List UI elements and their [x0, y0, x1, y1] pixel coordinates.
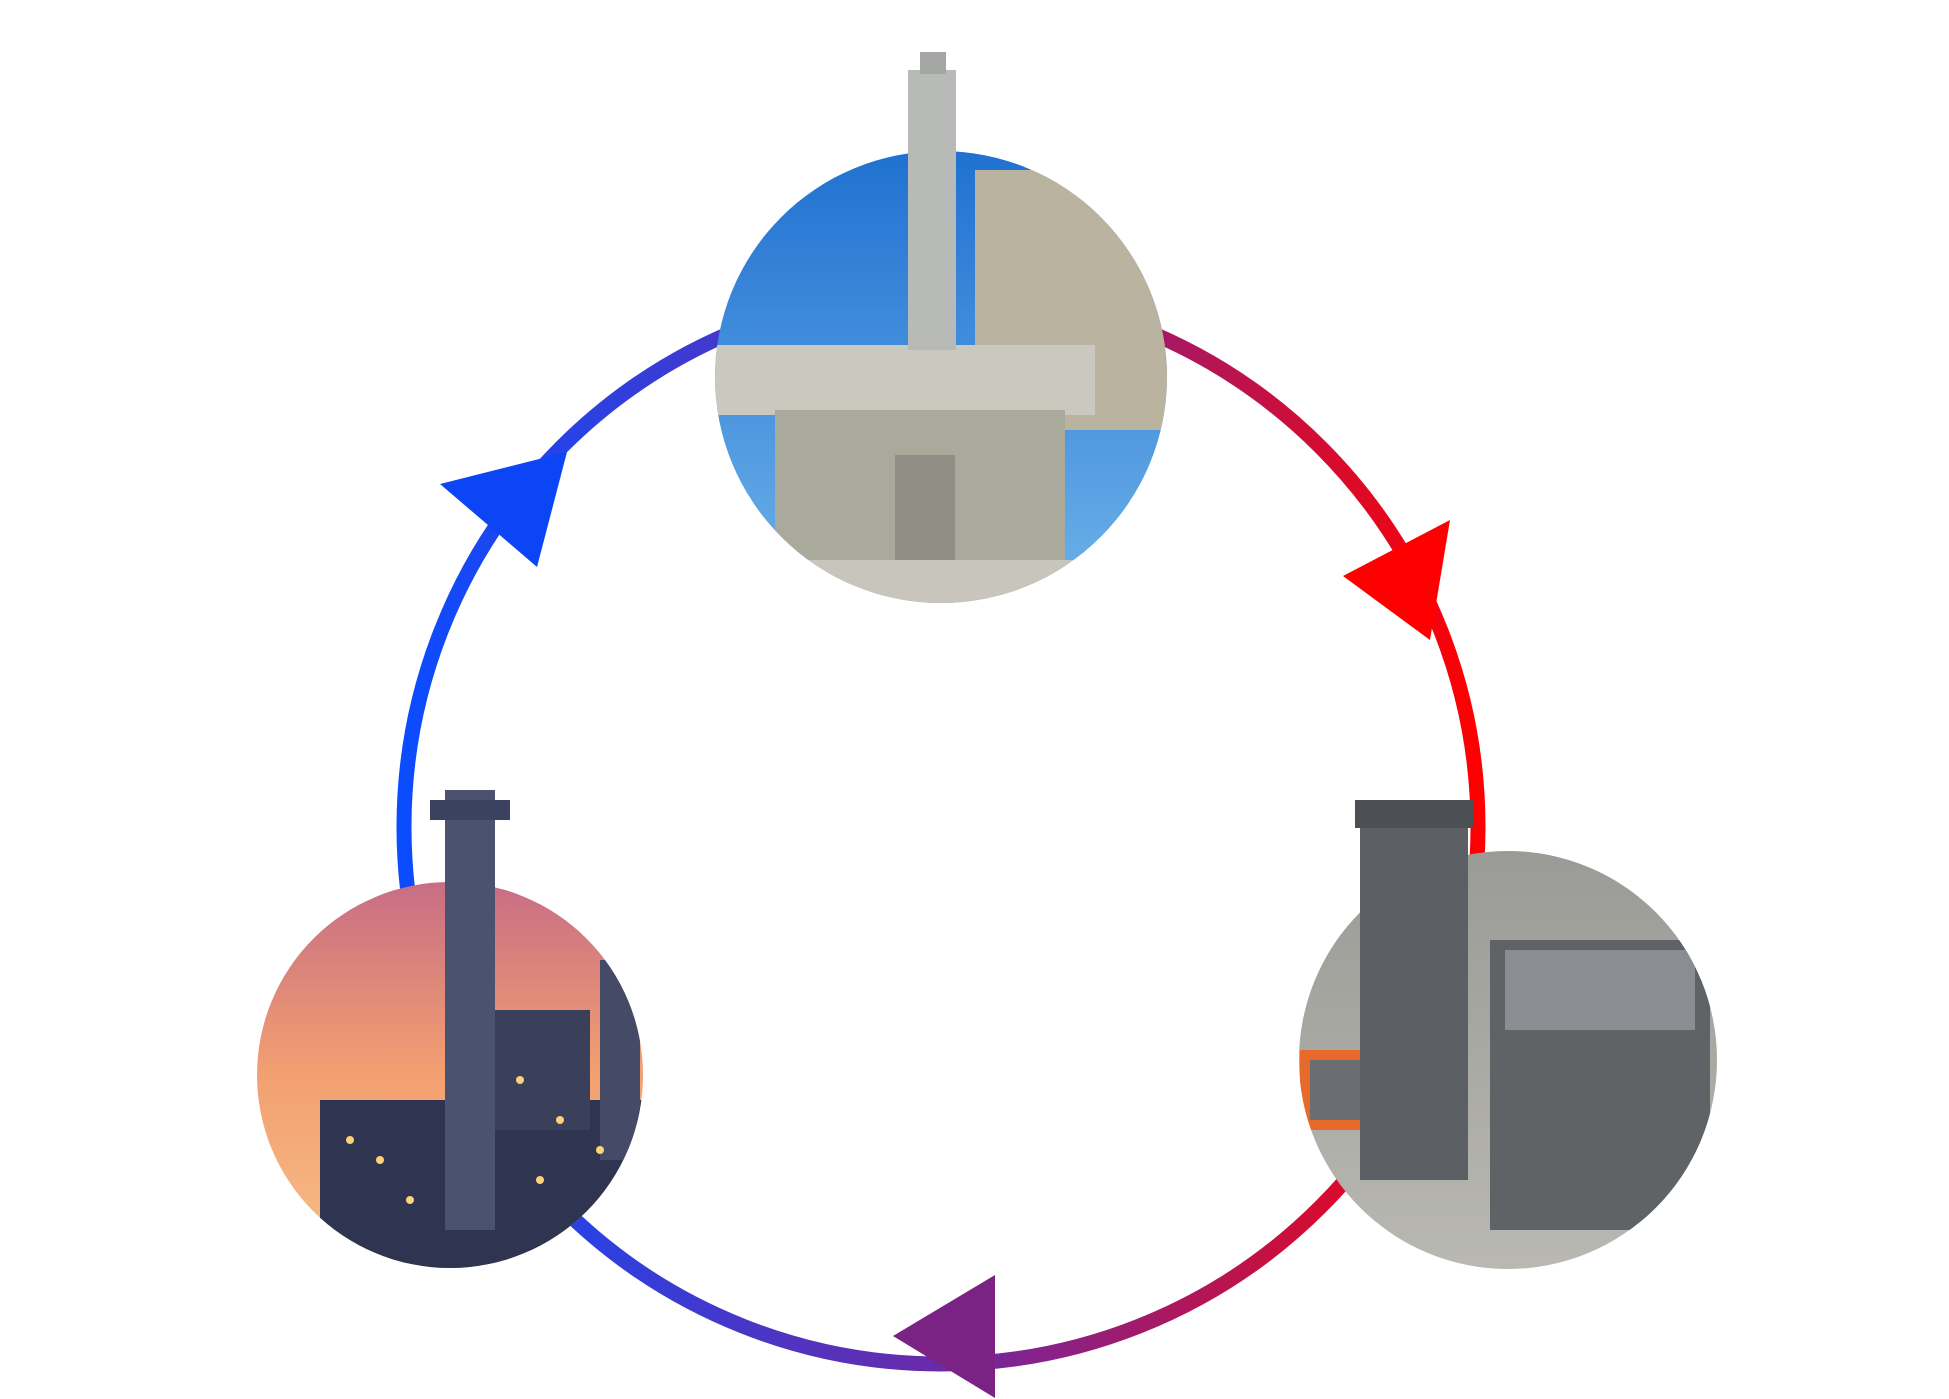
arrow-down-icon — [1343, 520, 1450, 640]
top-node-photo — [715, 52, 1167, 603]
right-node-photo — [1299, 800, 1717, 1269]
left-node-photo — [257, 790, 643, 1268]
arrow-up-right-icon — [440, 452, 567, 567]
arrow-left-icon — [893, 1275, 995, 1398]
